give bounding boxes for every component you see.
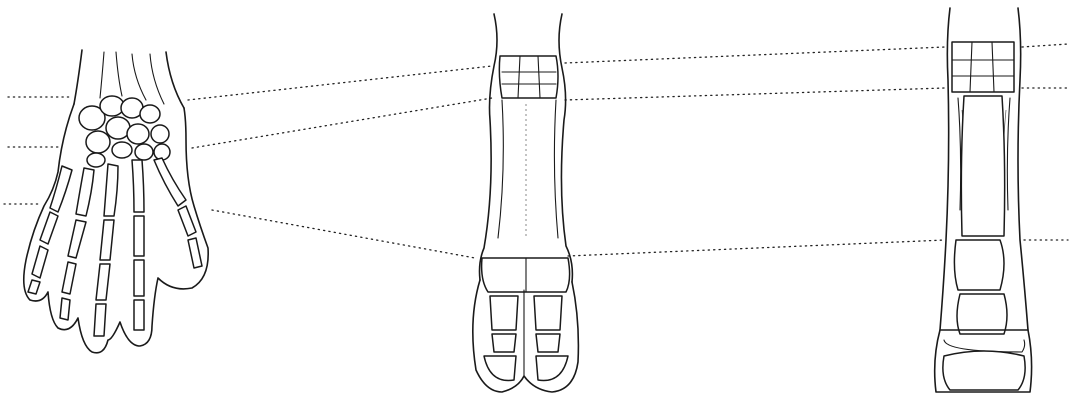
- guide-line-fetlock: [4, 204, 1068, 258]
- cloven-hoof-skeleton-icon: [473, 14, 579, 392]
- human-hand-skeleton-icon: [24, 50, 208, 353]
- horse-hoof-skeleton-icon: [935, 8, 1032, 392]
